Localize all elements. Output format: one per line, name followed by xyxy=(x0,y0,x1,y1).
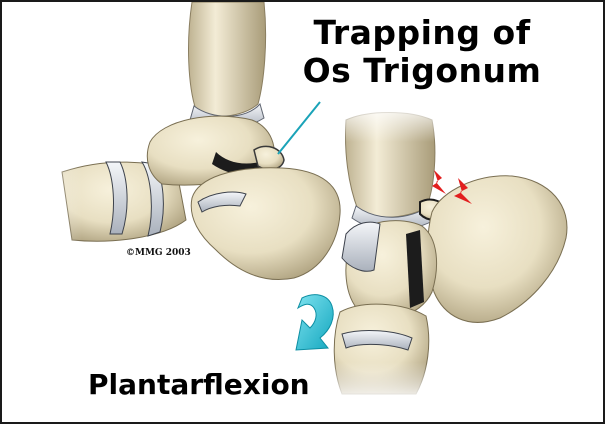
tibia-bone xyxy=(189,2,266,116)
curved-arrow-icon xyxy=(296,295,333,350)
os-trigonum xyxy=(254,146,284,169)
calcaneus-bone-flexed xyxy=(428,176,567,323)
plantarflexed-ankle xyxy=(312,102,567,402)
neutral-ankle xyxy=(2,2,340,280)
copyright-notice: ©MMG 2003 xyxy=(126,248,191,258)
pointer-line xyxy=(278,102,320,154)
calcaneus-bone xyxy=(191,168,340,280)
title-line-1: Trapping of xyxy=(302,14,542,52)
figure-title: Trapping of Os Trigonum xyxy=(302,14,542,90)
motion-caption: Plantarflexion xyxy=(88,368,310,401)
title-line-2: Os Trigonum xyxy=(302,52,542,90)
